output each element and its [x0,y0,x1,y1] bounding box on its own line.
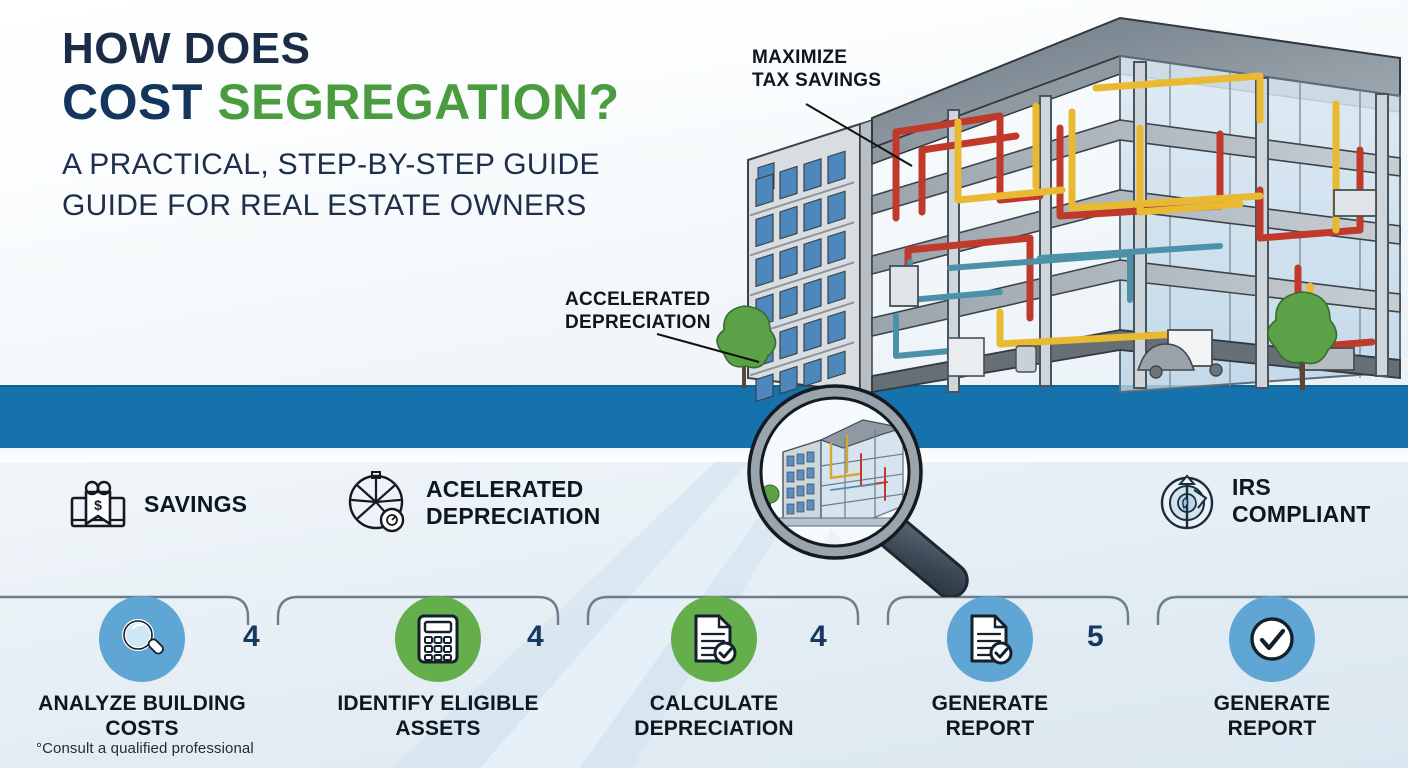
leader-line-depreciation [656,333,760,363]
feature-irs-line-1: IRS [1232,473,1271,500]
feature-accel-label: ACELERATED DEPRECIATION [426,476,601,530]
feature-irs-line-2: COMPLIANT [1232,501,1371,527]
headline-segregation: SEGREGATION? [217,74,620,131]
feature-savings-label: SAVINGS [144,491,247,518]
step-2-label: IDENTIFY ELIGIBLE ASSETS [318,692,558,742]
svg-text:$: $ [94,497,102,513]
band-shadow [0,448,1408,462]
page-title: HOW DOES COST SEGREGATION? A PRACTICAL, … [62,24,620,227]
magnifier-light-beam [392,420,850,768]
step-analyze-building-costs[interactable]: ANALYZE BUILDING COSTS [22,596,262,742]
magnifier-rim [749,386,921,558]
mechanical-equipment [889,189,1377,371]
callout-tax-line-1: MAXIMIZE [752,47,848,68]
blue-horizon-band [0,385,1408,448]
accelerated-depreciation-icon [348,471,405,533]
step-2-circle [395,596,481,682]
callout-dep-line-2: DEPRECIATION [565,312,711,334]
step-3-circle [671,596,757,682]
step-2-line-1: IDENTIFY ELIGIBLE [337,692,539,715]
feature-accel-line-2: DEPRECIATION [426,503,601,529]
step-list: ANALYZE BUILDING COSTS IDENTIFY ELIGIBLE [0,596,1408,768]
mep-piping-yellow [954,72,1340,356]
magnifier-overlay [747,384,969,597]
step-generate-report-1[interactable]: GENERATE REPORT [870,596,1110,742]
ground-floor-details [947,337,1223,379]
step-generate-report-2[interactable]: GENERATE REPORT [1152,596,1392,742]
step-1-label: ANALYZE BUILDING COSTS [22,692,262,742]
callout-dep-line-1: ACCELERATED [565,289,711,310]
magnifier-icon [122,619,164,655]
feature-accel-line-1: ACELERATED [426,475,584,502]
feature-row: $ SAVINGS [0,462,1408,562]
step-5-circle [1229,596,1315,682]
footnote-disclaimer: °Consult a qualified professional [36,740,254,757]
subtitle-line-2: GUIDE FOR REAL ESTATE OWNERS [62,189,587,223]
connector-number-4: 5 [1087,620,1104,653]
callout-maximize-tax-savings: MAXIMIZE TAX SAVINGS [752,46,881,92]
feature-irs-compliant: IRS COMPLIANT [1156,470,1371,532]
headline-line-1: HOW DOES [62,24,311,73]
connector-number-2: 4 [527,620,544,653]
step-4-line-2: REPORT [945,716,1035,740]
check-circle-icon [1250,617,1294,661]
connector-number-1: 4 [243,620,260,653]
step-calculate-depreciation[interactable]: CALCULATE DEPRECIATION [594,596,834,742]
step-5-line-2: REPORT [1227,716,1317,740]
subtitle-line-1: A PRACTICAL, STEP-BY-STEP GUIDE [62,148,600,182]
step-3-label: CALCULATE DEPRECIATION [594,692,834,742]
step-5-line-1: GENERATE [1213,692,1331,715]
step-identify-eligible-assets[interactable]: IDENTIFY ELIGIBLE ASSETS [318,596,558,742]
feature-savings-line-1: SAVINGS [144,491,248,518]
leader-line-tax [805,103,913,167]
feature-savings: $ SAVINGS [66,476,247,534]
step-4-label: GENERATE REPORT [870,692,1110,742]
document-check-icon [694,614,737,665]
step-1-line-2: COSTS [105,716,179,740]
irs-compliant-target-icon [1160,474,1214,530]
calculator-icon [417,614,459,664]
step-2-line-2: ASSETS [395,716,481,740]
document-check-icon [970,614,1013,665]
step-4-circle [947,596,1033,682]
headline-cost: COST [62,74,203,131]
savings-gift-icon: $ [70,480,126,528]
step-4-line-1: GENERATE [931,692,1049,715]
step-5-label: GENERATE REPORT [1152,692,1392,742]
step-1-circle [99,596,185,682]
feature-irs-label: IRS COMPLIANT [1232,474,1371,528]
callout-accelerated-depreciation: ACCELERATED DEPRECIATION [565,288,711,334]
cutaway-building-illustration [716,16,1401,403]
tree-left [716,305,777,388]
callout-tax-line-2: TAX SAVINGS [752,70,882,92]
tree-right [1267,291,1338,390]
subtitle: A PRACTICAL, STEP-BY-STEP GUIDE GUIDE FO… [62,145,620,227]
headline-line-2: COST SEGREGATION? [62,73,620,131]
step-1-line-1: ANALYZE BUILDING [38,692,246,715]
step-3-line-2: DEPRECIATION [634,716,794,740]
step-3-line-1: CALCULATE [649,692,779,715]
feature-accelerated-depreciation: ACELERATED DEPRECIATION [344,470,601,536]
connector-number-3: 4 [810,620,827,653]
